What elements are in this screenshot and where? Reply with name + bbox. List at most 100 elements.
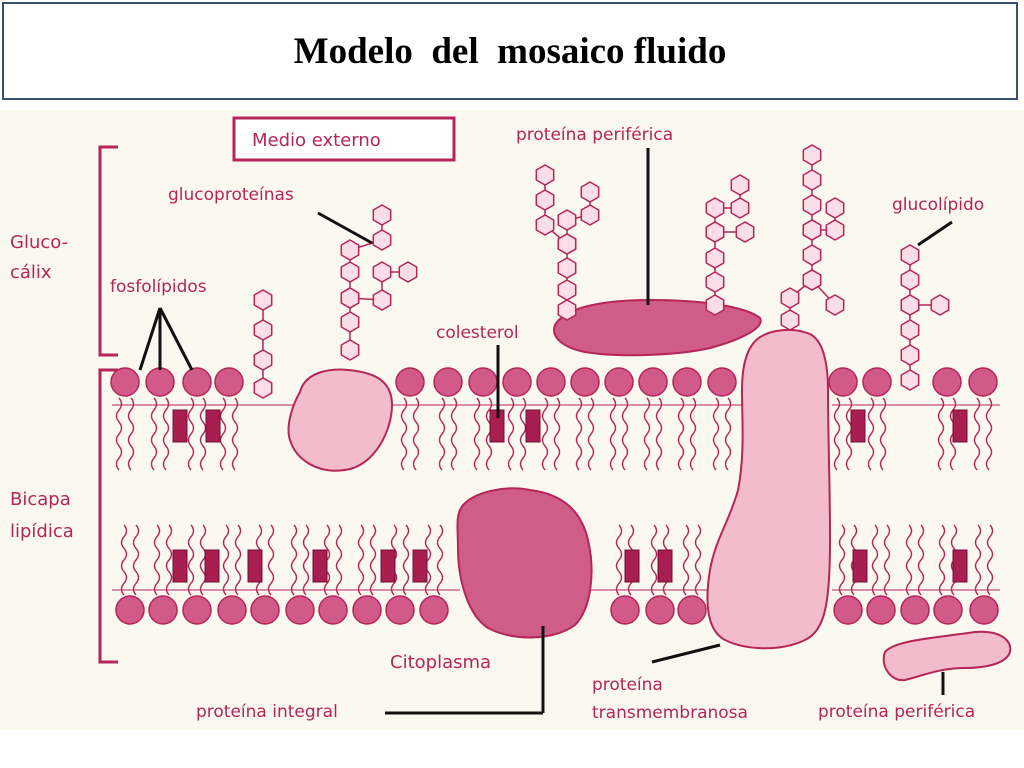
sugar-unit [735, 221, 755, 243]
lipid-tail [879, 397, 887, 471]
lipid-tail [219, 397, 227, 471]
proteina-transmembranosa-label-2: transmembranosa [592, 703, 748, 723]
sugar-unit [825, 219, 845, 241]
lipid-tail [575, 397, 583, 471]
sugar-unit [535, 164, 555, 186]
lipid-tail [412, 397, 420, 471]
lipid-tail [162, 397, 170, 471]
phospholipid-head [570, 367, 600, 397]
sugar-unit [580, 181, 600, 203]
cholesterol-molecule [412, 549, 428, 583]
sugar-unit [780, 287, 800, 309]
phospholipid-head [110, 367, 140, 397]
lipid-tail [917, 524, 925, 596]
lipid-tail [986, 524, 994, 596]
sugar-unit [930, 294, 950, 316]
phospholipid-head [352, 595, 382, 625]
sugar-unit [705, 247, 725, 269]
cholesterol-molecule [247, 549, 263, 583]
proteina-integral-label: proteína integral [196, 702, 338, 722]
phospholipid-head [707, 367, 737, 397]
cholesterol-molecule [205, 409, 221, 443]
bicapa-label-2: lipídica [10, 521, 74, 542]
medio-externo-box [232, 116, 456, 162]
sugar-unit [900, 269, 920, 291]
lipid-tail [369, 524, 377, 596]
phospholipid-head [866, 595, 896, 625]
lipid-tail [985, 397, 993, 471]
glucocalix-bracket [98, 145, 118, 357]
lipid-tail [438, 397, 446, 471]
phospholipid-head [536, 367, 566, 397]
sugar-unit [802, 144, 822, 166]
sugar-unit [372, 229, 392, 251]
lipid-tail [485, 397, 493, 471]
lipid-tail [199, 397, 207, 471]
sugar-unit [900, 369, 920, 391]
phospholipid-head [604, 367, 634, 397]
lipid-tail [436, 524, 444, 596]
lipid-tail [473, 397, 481, 471]
lipid-tail [450, 397, 458, 471]
lipid-tail [905, 524, 913, 596]
lipid-tail [694, 524, 702, 596]
lipid-tail [587, 397, 595, 471]
cholesterol-molecule [525, 409, 541, 443]
top-layer-heads [110, 367, 998, 397]
sugar-unit [705, 271, 725, 293]
phospholipid-head [385, 595, 415, 625]
phospholipid-head [932, 367, 962, 397]
sugar-unit [372, 289, 392, 311]
fosfolipidos-label: fosfolípidos [110, 277, 207, 297]
sugar-unit [705, 197, 725, 219]
sugar-unit [900, 244, 920, 266]
proteina-periferica-top-label: proteína periférica [516, 125, 673, 145]
lipid-tail [712, 397, 720, 471]
sugar-unit [535, 214, 555, 236]
sugar-unit [372, 261, 392, 283]
lipid-tail [127, 397, 135, 471]
cholesterol-molecule [172, 409, 188, 443]
lipid-tail [689, 397, 697, 471]
phospholipid-head [677, 595, 707, 625]
lipid-tail [290, 524, 298, 596]
lipid-tail [199, 524, 207, 596]
phospholipid-head [318, 595, 348, 625]
lipid-tail [400, 397, 408, 471]
lipid-tail [115, 397, 123, 471]
glucocalix-label-1: Gluco- [10, 232, 68, 253]
bottom-layer-tails [112, 524, 1000, 596]
phospholipid-head [610, 595, 640, 625]
bottom-layer-heads [115, 595, 999, 625]
phospholipid-head [862, 367, 892, 397]
colesterol-label: colesterol [436, 323, 519, 343]
lipid-tail [519, 397, 527, 471]
lipid-tail [553, 397, 561, 471]
lipid-tail [615, 524, 623, 596]
phospholipid-head [968, 367, 998, 397]
lipid-tail [402, 524, 410, 596]
sugar-unit [730, 197, 750, 219]
sugar-unit [372, 204, 392, 226]
sugar-unit [705, 294, 725, 316]
sugar-unit [557, 209, 577, 231]
lipid-tail [655, 397, 663, 471]
phospholipid-head [214, 367, 244, 397]
lipid-tail [643, 397, 651, 471]
cholesterol-molecule [657, 549, 673, 583]
sugar-unit [705, 221, 725, 243]
lipid-tail [187, 397, 195, 471]
lipid-tail [974, 524, 982, 596]
phospholipid-head [182, 595, 212, 625]
title-box: Modelo del mosaico fluido [2, 2, 1018, 100]
lipid-tail [677, 397, 685, 471]
lipid-tail [267, 524, 275, 596]
phospholipid-head [395, 367, 425, 397]
lipid-tail [302, 524, 310, 596]
phospholipid-head [419, 595, 449, 625]
phospholipid-head [468, 367, 498, 397]
lipid-tail [132, 524, 140, 596]
lipid-tail [621, 397, 629, 471]
lipid-tail [153, 524, 161, 596]
sugar-unit [340, 339, 360, 361]
